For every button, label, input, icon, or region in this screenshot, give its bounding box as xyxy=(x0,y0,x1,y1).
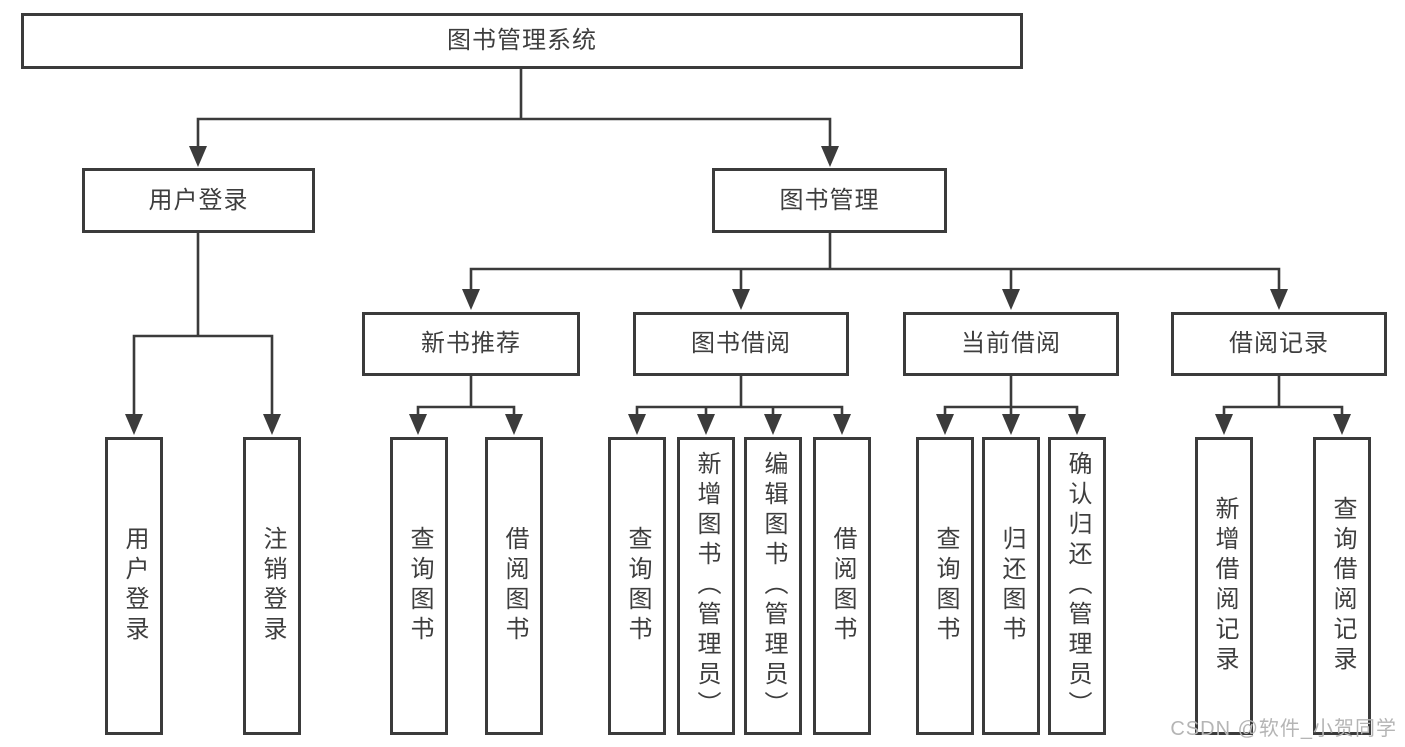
arrowhead xyxy=(697,414,715,435)
leaf-query-books-recommend: 查询图书 xyxy=(390,437,448,735)
node-new-book-recommend: 新书推荐 xyxy=(362,312,580,376)
leaf-query-borrow-record: 查询借阅记录 xyxy=(1313,437,1371,735)
arrowhead xyxy=(821,146,839,167)
node-book-management: 图书管理 xyxy=(712,168,947,233)
leaf-edit-book-admin: 编辑图书（管理员） xyxy=(744,437,802,735)
leaf-add-book-admin: 新增图书（管理员） xyxy=(677,437,735,735)
arrowhead xyxy=(1002,414,1020,435)
connector-level2-rail xyxy=(196,117,832,150)
leaf-query-books-borrow: 查询图书 xyxy=(608,437,666,735)
arrowhead xyxy=(189,146,207,167)
leaf-user-login: 用户登录 xyxy=(105,437,163,735)
connector-level3-rail xyxy=(469,267,1281,292)
leaf-add-borrow-record: 新增借阅记录 xyxy=(1195,437,1253,735)
leaf-borrow-books: 借阅图书 xyxy=(813,437,871,735)
arrowhead xyxy=(505,414,523,435)
node-current-borrow: 当前借阅 xyxy=(903,312,1119,376)
leaf-query-books-current: 查询图书 xyxy=(916,437,974,735)
arrowhead xyxy=(125,414,143,435)
connector-currentborrow-rail xyxy=(943,405,1079,417)
arrowhead xyxy=(1215,414,1233,435)
node-user-login: 用户登录 xyxy=(82,168,315,233)
arrowhead xyxy=(936,414,954,435)
arrowhead xyxy=(462,289,480,310)
arrowhead xyxy=(263,414,281,435)
arrowhead xyxy=(1002,289,1020,310)
node-root: 图书管理系统 xyxy=(21,13,1023,69)
arrowhead xyxy=(628,414,646,435)
connector-borrowrecord-rail xyxy=(1222,405,1344,417)
arrowhead xyxy=(1068,414,1086,435)
arrowhead xyxy=(409,414,427,435)
node-borrow-record: 借阅记录 xyxy=(1171,312,1387,376)
arrowhead xyxy=(732,289,750,310)
leaf-confirm-return-admin: 确认归还（管理员） xyxy=(1048,437,1106,735)
arrowhead xyxy=(1270,289,1288,310)
node-book-borrow: 图书借阅 xyxy=(633,312,849,376)
leaf-logout-login: 注销登录 xyxy=(243,437,301,735)
watermark-text: CSDN @软件_小贺同学 xyxy=(1170,718,1397,740)
connector-userlogin-rail xyxy=(132,334,274,416)
leaf-borrow-books-recommend: 借阅图书 xyxy=(485,437,543,735)
leaf-return-book: 归还图书 xyxy=(982,437,1040,735)
arrowhead xyxy=(833,414,851,435)
connector-newbook-rail xyxy=(416,405,516,417)
arrowhead xyxy=(1333,414,1351,435)
arrowhead xyxy=(764,414,782,435)
connector-bookborrow-rail xyxy=(635,405,844,417)
